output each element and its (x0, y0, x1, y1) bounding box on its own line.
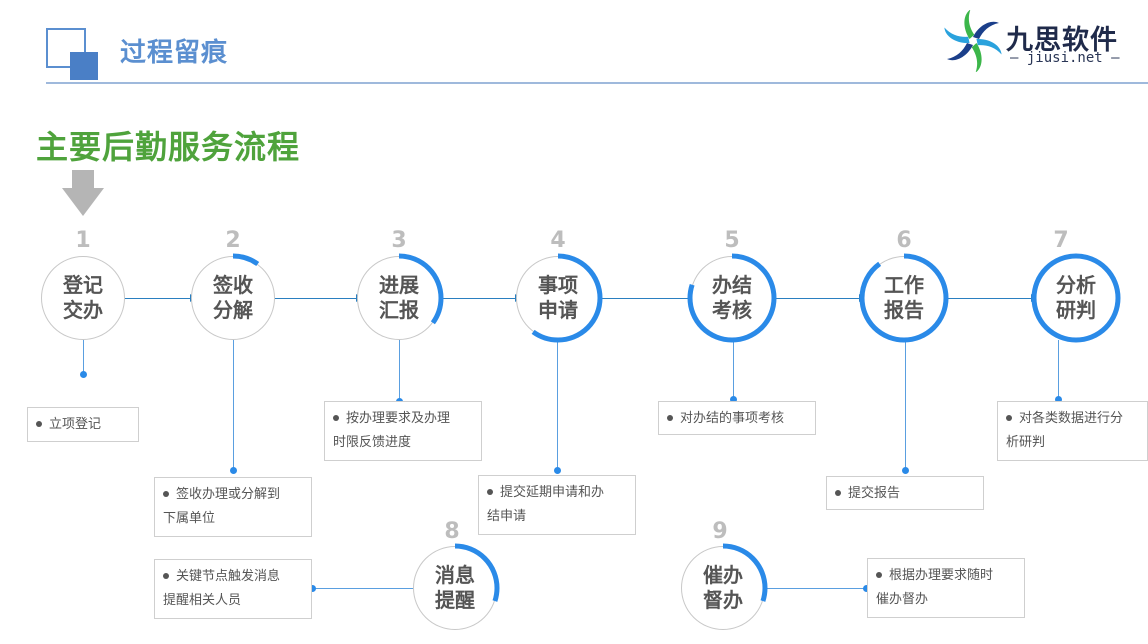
step-8-desc-box: 关键节点触发消息 提醒相关人员 (154, 559, 312, 619)
step-8-label: 消息 提醒 (435, 563, 475, 612)
step-3-progress-ring (354, 253, 444, 343)
step-8-leader (312, 588, 413, 589)
connector-3-4 (441, 298, 516, 299)
step-5-desc: 对办结的事项考核 (680, 411, 785, 426)
connector-2-3 (275, 298, 357, 299)
step-1-desc-box: 立项登记 (27, 407, 139, 442)
step-4-number: 4 (550, 228, 566, 253)
step-6-progress-ring (859, 253, 949, 343)
step-6-leader (905, 340, 906, 470)
step-7-number: 7 (1053, 228, 1069, 253)
header-square-outline (46, 28, 86, 68)
main-title: 主要后勤服务流程 (36, 128, 301, 166)
step-1-number: 1 (75, 228, 91, 253)
connector-5-6 (774, 298, 860, 299)
step-5-progress-ring (687, 253, 777, 343)
step-2-desc-box: 签收办理或分解到 下属单位 (154, 477, 312, 537)
step-4-leader (557, 340, 558, 470)
step-3-desc-box: 按办理要求及办理 时限反馈进度 (324, 401, 482, 461)
bullet-icon (1006, 414, 1012, 421)
step-3-number: 3 (391, 228, 407, 253)
step-4-leader-dot (554, 467, 561, 474)
step-6-number: 6 (896, 228, 912, 253)
step-1-node[interactable]: 登记 交办 (41, 256, 125, 340)
step-5-leader (733, 340, 734, 400)
connector-6-7 (944, 298, 1032, 299)
step-9-label: 催办 督办 (703, 563, 743, 612)
logo-subtitle: — jiusi.net — (1010, 50, 1120, 66)
step-4-progress-ring (513, 253, 603, 343)
step-5-number: 5 (724, 228, 740, 253)
step-4-label: 事项 申请 (538, 273, 578, 322)
bullet-icon (163, 490, 169, 497)
step-6-desc-box: 提交报告 (826, 476, 984, 510)
down-arrow-icon (62, 170, 104, 216)
step-9-leader-dot (863, 585, 870, 592)
jiusi-logo-icon (944, 10, 1002, 72)
bullet-icon (36, 420, 42, 427)
step-8-progress-ring (410, 543, 500, 633)
step-7-leader (1058, 340, 1059, 400)
step-4-desc-box: 提交延期申请和办 结申请 (478, 475, 636, 535)
step-6-desc: 提交报告 (848, 486, 901, 501)
bullet-icon (487, 488, 493, 495)
step-2-label: 签收 分解 (213, 273, 253, 322)
step-9-leader (765, 588, 867, 589)
bullet-icon (333, 414, 339, 421)
step-5-leader-dot (730, 396, 737, 403)
step-1-leader (83, 340, 84, 374)
step-2-leader (233, 340, 234, 470)
step-2-leader-dot (230, 467, 237, 474)
step-7-label: 分析 研判 (1056, 273, 1096, 322)
header-title: 过程留痕 (120, 38, 229, 68)
bullet-icon (163, 572, 169, 579)
step-7-desc: 对各类数据进行分 析研判 (1006, 411, 1124, 450)
step-7-leader-dot (1055, 396, 1062, 403)
step-2-node[interactable]: 签收 分解 (191, 256, 275, 340)
step-5-label: 办结 考核 (712, 273, 752, 322)
connector-4-5 (600, 298, 690, 299)
step-8-number: 8 (444, 519, 460, 544)
step-9-progress-ring (678, 543, 768, 633)
step-6-leader-dot (902, 467, 909, 474)
step-3-leader (399, 340, 400, 402)
step-9-desc: 根据办理要求随时 催办督办 (876, 568, 994, 607)
header-divider (46, 82, 1148, 84)
step-2-progress-ring (188, 253, 278, 343)
step-9-number: 9 (712, 519, 728, 544)
step-3-label: 进展 汇报 (379, 273, 419, 322)
step-1-desc: 立项登记 (49, 417, 102, 432)
step-2-desc: 签收办理或分解到 下属单位 (163, 487, 281, 526)
step-1-label: 登记 交办 (63, 273, 103, 322)
step-4-desc: 提交延期申请和办 结申请 (487, 485, 605, 524)
step-3-desc: 按办理要求及办理 时限反馈进度 (333, 411, 451, 450)
connector-1-2 (125, 298, 191, 299)
step-8-leader-dot (309, 585, 316, 592)
bullet-icon (876, 571, 882, 578)
step-7-progress-ring (1031, 253, 1121, 343)
step-7-desc-box: 对各类数据进行分 析研判 (997, 401, 1148, 461)
bullet-icon (835, 489, 841, 496)
step-6-label: 工作 报告 (884, 273, 924, 322)
step-2-number: 2 (225, 228, 241, 253)
step-8-desc: 关键节点触发消息 提醒相关人员 (163, 569, 281, 608)
header-square-fill (70, 52, 98, 80)
step-5-desc-box: 对办结的事项考核 (658, 401, 816, 435)
logo-name: 九思软件 (1006, 25, 1118, 56)
bullet-icon (667, 414, 673, 421)
step-9-desc-box: 根据办理要求随时 催办督办 (867, 558, 1025, 618)
step-1-leader-dot (80, 371, 87, 378)
